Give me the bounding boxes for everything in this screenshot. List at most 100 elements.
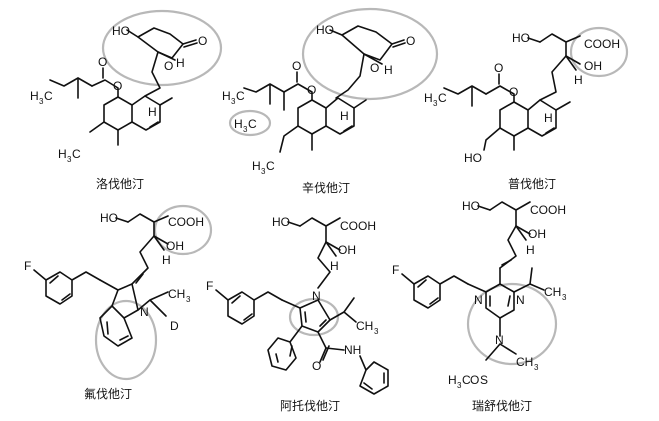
methyl-bond-2 [89, 121, 105, 133]
atom-label-H: H [176, 56, 185, 70]
side-chain-bonds [539, 33, 581, 65]
caption-simvastatin: 辛伐他汀 [302, 181, 350, 195]
side-chain-bonds [144, 51, 161, 97]
atom-label-NH: NH [344, 343, 361, 357]
atom-label-N: N [474, 293, 483, 307]
decalin-right-ring [325, 97, 355, 135]
ester-bonds [91, 79, 119, 98]
atom-label-HO: HO [464, 151, 482, 165]
hydroxyl-bond [329, 29, 343, 36]
atom-label-H: H [384, 63, 393, 77]
aryl-link [99, 279, 119, 291]
atom-label-H: H [526, 243, 535, 257]
atom-label-COOH: COOH [530, 203, 566, 217]
ring-double-bond [545, 127, 555, 134]
atom-label-N: N [495, 333, 504, 347]
ring-double-bond [149, 121, 159, 128]
atom-label-O: O [470, 373, 479, 387]
hydroxyl-bond [126, 29, 139, 38]
atom-label-H3C: H [30, 89, 39, 103]
phenyl-double-bonds [275, 345, 293, 363]
atom-label-O: O [198, 34, 207, 48]
atom-label-O: O [406, 34, 415, 48]
dimethylbutanoyl-chain [243, 83, 285, 111]
decalin-left-ring [499, 101, 529, 137]
fluorophenyl-double-bonds [49, 275, 71, 301]
atom-label-O: O [164, 59, 173, 73]
acid-highlight-ring [153, 204, 213, 256]
h-bond [363, 53, 383, 65]
atom-label-S: S [480, 373, 488, 387]
methyl-bond-2 [279, 125, 299, 153]
fluorine-bond [401, 273, 415, 285]
atom-subscript: 3 [186, 295, 191, 304]
side-chain-bonds [489, 201, 531, 235]
aryl-link [467, 283, 487, 293]
atom-subscript: 3 [433, 99, 438, 108]
decalin-right-ring [527, 99, 557, 137]
lactone-highlight-ring [101, 9, 223, 87]
atom-label-H3C: H [252, 159, 261, 173]
atom-label-H3C: H [448, 373, 457, 387]
atom-label-C: C [44, 89, 53, 103]
caption-atorvastatin: 阿托伐他汀 [280, 399, 340, 413]
aryl-link [281, 299, 301, 309]
atom-label-CH: CH [168, 287, 185, 301]
molecule-pravastatin: HO COOH OH H O O H H 3 C HO 普伐他汀 [424, 26, 629, 191]
amide-bond [325, 347, 345, 351]
atom-label-N: N [516, 293, 525, 307]
atom-label-C: C [438, 91, 447, 105]
side-chain-bonds [335, 53, 365, 99]
atom-label-CH: CH [544, 285, 561, 299]
atom-label-H3C: H [58, 147, 67, 161]
atom-label-CH: CH [356, 319, 373, 333]
side-chain-bonds [127, 213, 169, 245]
h-bond [565, 55, 577, 71]
pyrimidine-double-bonds [489, 295, 511, 307]
molecule-simvastatin: HO O O H O O H H 3 C H 3 C H 3 C 辛伐他汀 [222, 7, 439, 195]
molecule-atorvastatin: HO COOH OH H F N CH 3 O NH 阿托伐他汀 [206, 215, 389, 413]
anilide-ring [359, 355, 389, 395]
atom-label-H3C: H [424, 91, 433, 105]
carbonyl-bond [182, 39, 198, 48]
atom-label-CH: CH [516, 355, 533, 369]
fluorophenyl-ring [413, 275, 469, 309]
atom-label-O: O [370, 61, 379, 75]
amine-substituents [485, 343, 517, 361]
atom-label-HO: HO [272, 215, 290, 229]
atom-label-OH: OH [166, 239, 184, 253]
butanoyl-chain [443, 85, 487, 107]
indole-benzene [99, 305, 133, 347]
atom-label-C: C [266, 159, 275, 173]
atom-label-F: F [206, 279, 213, 293]
atom-label-C: C [236, 89, 245, 103]
hydroxyl-bond [477, 205, 491, 211]
hydroxyl-bond [527, 37, 541, 43]
atom-label-OH: OH [338, 243, 356, 257]
fluorophenyl-double-bonds [231, 295, 253, 321]
indole-highlight-ring [94, 299, 158, 381]
indole-double-bonds [106, 321, 129, 341]
acid-highlight-ring [569, 26, 629, 78]
atom-label-H3C: H [234, 117, 243, 131]
methyl-highlight-ring [228, 109, 272, 137]
atom-label-O: O [113, 79, 122, 93]
atom-label-OH: OH [584, 59, 602, 73]
atom-label-COOH: COOH [584, 37, 620, 51]
caption-lovastatin: 洛伐他汀 [96, 176, 144, 191]
isopropyl-bonds [329, 297, 357, 323]
hydroxy-bond [483, 127, 501, 151]
atom-subscript: 3 [231, 97, 236, 106]
molecule-lovastatin: HO O O H O O H H 3 C H 3 C 洛伐他汀 [30, 9, 223, 191]
indole-pyrrole [111, 283, 139, 319]
phenyl-ring [267, 325, 303, 371]
hydroxyl-bond [115, 217, 129, 223]
linker-bonds [317, 241, 331, 289]
h-bond [325, 241, 337, 257]
ester-bonds [485, 85, 515, 103]
hydroxyl-bond [287, 221, 301, 227]
atom-label-COOH: COOH [168, 215, 204, 229]
atom-label-H: H [574, 73, 583, 87]
